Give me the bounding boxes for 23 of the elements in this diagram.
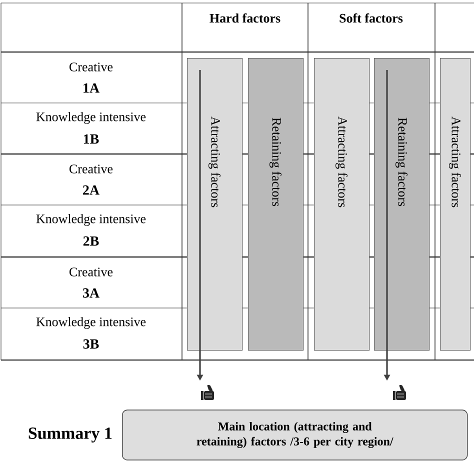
row-code: 3A bbox=[82, 288, 100, 298]
row-code: 1A bbox=[84, 83, 100, 93]
row-code: 2B bbox=[83, 236, 99, 246]
factor-bar: Retaining factors bbox=[248, 58, 304, 351]
column-header: Soft factors bbox=[340, 13, 403, 23]
row-code: 1B bbox=[84, 134, 99, 144]
factor-bar: Attracting factors bbox=[187, 58, 243, 351]
column-header: Hard factors bbox=[210, 13, 280, 23]
row-label: Creative bbox=[70, 62, 113, 72]
factor-bar: Attracting factors bbox=[314, 58, 370, 351]
factor-bar: Attracting factors bbox=[440, 58, 471, 351]
row-label: Creative bbox=[70, 164, 113, 174]
row-label: Creative bbox=[70, 268, 113, 276]
row-label: Knowledge intensive bbox=[36, 214, 146, 226]
row-code: 2A bbox=[83, 185, 100, 195]
row-label: Knowledge intensive bbox=[36, 317, 146, 329]
row-code: 3B bbox=[83, 339, 99, 349]
row-label: Knowledge intensive bbox=[36, 112, 146, 124]
summary-box: Main location (attracting and retaining) factors /3-6 per city region/ bbox=[122, 410, 468, 460]
thumbs-up-icon bbox=[393, 385, 406, 400]
factor-bar: Retaining factors bbox=[374, 58, 430, 351]
summary-heading: Summary 1 bbox=[28, 428, 112, 442]
thumbs-up-icon bbox=[201, 385, 214, 400]
